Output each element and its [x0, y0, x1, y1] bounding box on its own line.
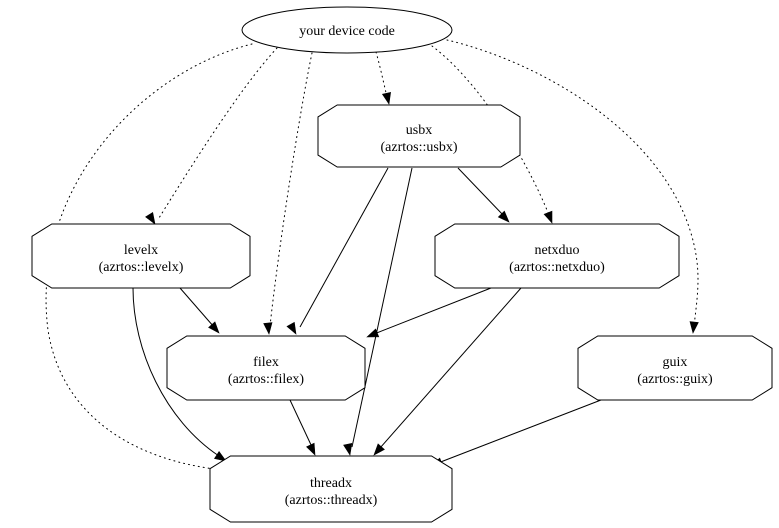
node-levelx[interactable]: levelx(azrtos::levelx) — [31, 223, 251, 289]
edge-usbx-to-netxduo — [457, 167, 510, 223]
edge-line — [132, 287, 220, 457]
edge-filex-to-threadx — [289, 399, 316, 456]
edge-line — [373, 287, 492, 335]
edge-netxduo-to-filex — [366, 287, 492, 338]
node-label-primary: your device code — [299, 24, 395, 39]
node-device[interactable]: your device code — [241, 6, 453, 54]
edge-arrowhead — [208, 321, 220, 334]
nodes-layer: your device codeusbx(azrtos::usbx)levelx… — [31, 6, 773, 523]
node-label-primary: levelx — [124, 243, 158, 258]
edge-arrowhead — [286, 321, 297, 335]
edge-arrowhead — [306, 442, 316, 456]
edge-arrowhead — [543, 210, 553, 224]
node-netxduo[interactable]: netxduo(azrtos::netxduo) — [434, 223, 680, 289]
node-label-primary: usbx — [406, 123, 432, 138]
node-threadx[interactable]: threadx(azrtos::threadx) — [209, 455, 453, 523]
edge-line — [299, 167, 389, 328]
node-label-primary: guix — [663, 355, 688, 370]
node-label-secondary: (azrtos::usbx) — [381, 140, 458, 155]
edge-arrowhead — [366, 328, 380, 338]
edge-usbx-to-filex — [286, 167, 389, 335]
edge-line — [457, 167, 505, 217]
edge-device-to-netxduo — [431, 45, 553, 224]
node-label-secondary: (azrtos::guix) — [637, 372, 713, 387]
node-filex[interactable]: filex(azrtos::filex) — [166, 335, 366, 401]
edge-device-to-filex — [263, 52, 313, 335]
node-shape-octagon — [209, 455, 453, 523]
edge-levelx-to-filex — [179, 287, 220, 334]
edge-netxduo-to-threadx — [373, 287, 522, 456]
node-label-secondary: (azrtos::netxduo) — [509, 260, 605, 275]
edge-line — [446, 39, 699, 327]
node-label-secondary: (azrtos::filex) — [228, 372, 305, 387]
edge-device-to-usbx — [375, 51, 391, 105]
edge-line — [351, 167, 413, 448]
node-shape-octagon — [31, 223, 251, 289]
node-guix[interactable]: guix(azrtos::guix) — [577, 335, 773, 401]
node-label-secondary: (azrtos::levelx) — [99, 260, 184, 275]
edge-device-to-guix — [446, 39, 699, 334]
edge-line — [179, 287, 215, 328]
edge-arrowhead — [263, 322, 273, 335]
edge-line — [269, 52, 313, 327]
node-shape-ellipse — [241, 6, 453, 54]
edge-line — [289, 399, 313, 448]
node-usbx[interactable]: usbx(azrtos::usbx) — [317, 104, 521, 168]
edge-line — [158, 47, 278, 219]
edge-guix-to-threadx — [430, 399, 602, 467]
edge-arrowhead — [213, 450, 227, 462]
node-shape-octagon — [166, 335, 366, 401]
node-label-primary: threadx — [310, 476, 352, 491]
node-shape-octagon — [317, 104, 521, 168]
edge-line — [437, 399, 602, 464]
node-label-primary: filex — [253, 355, 279, 370]
edge-arrowhead — [373, 443, 385, 456]
node-label-secondary: (azrtos::threadx) — [285, 493, 378, 508]
edges-layer — [45, 39, 699, 474]
edge-arrowhead — [689, 321, 699, 334]
edge-arrowhead — [145, 211, 156, 225]
edge-usbx-to-threadx — [343, 167, 413, 456]
edge-arrowhead — [497, 210, 510, 223]
edge-levelx-to-threadx — [132, 287, 227, 462]
edge-arrowhead — [381, 91, 391, 105]
edge-arrowhead — [343, 442, 353, 456]
node-shape-octagon — [434, 223, 680, 289]
edge-line — [379, 287, 522, 449]
edge-line — [375, 51, 388, 98]
node-shape-octagon — [577, 335, 773, 401]
node-label-primary: netxduo — [534, 243, 579, 258]
edge-device-to-levelx — [145, 47, 278, 225]
